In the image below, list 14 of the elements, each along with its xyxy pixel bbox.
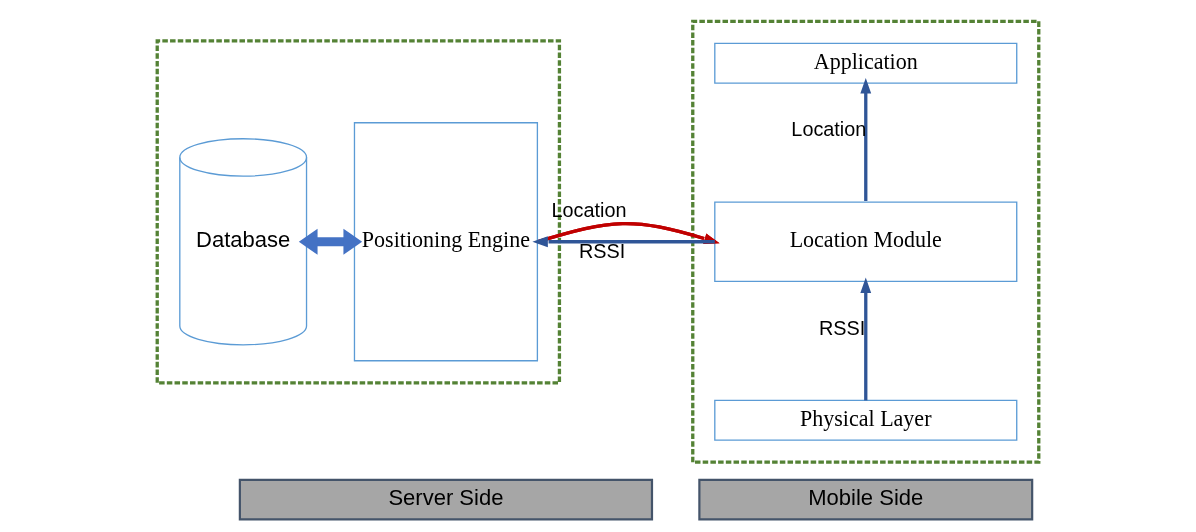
node-box: Positioning Engine — [353, 122, 539, 362]
node-box: Location Module — [714, 201, 1018, 283]
node-box: Mobile Side — [698, 478, 1034, 521]
node-box: Application — [714, 42, 1018, 84]
arrow — [298, 228, 363, 255]
edge-label: RSSI — [818, 317, 866, 340]
arrow — [532, 236, 715, 248]
cluster — [691, 19, 1041, 464]
node-box: Physical Layer — [714, 399, 1018, 441]
node-box: Server Side — [238, 478, 654, 521]
edge-label: RSSI — [579, 239, 626, 262]
arrow — [860, 78, 872, 201]
arrow — [860, 277, 872, 401]
edge-label: Location — [551, 199, 627, 222]
